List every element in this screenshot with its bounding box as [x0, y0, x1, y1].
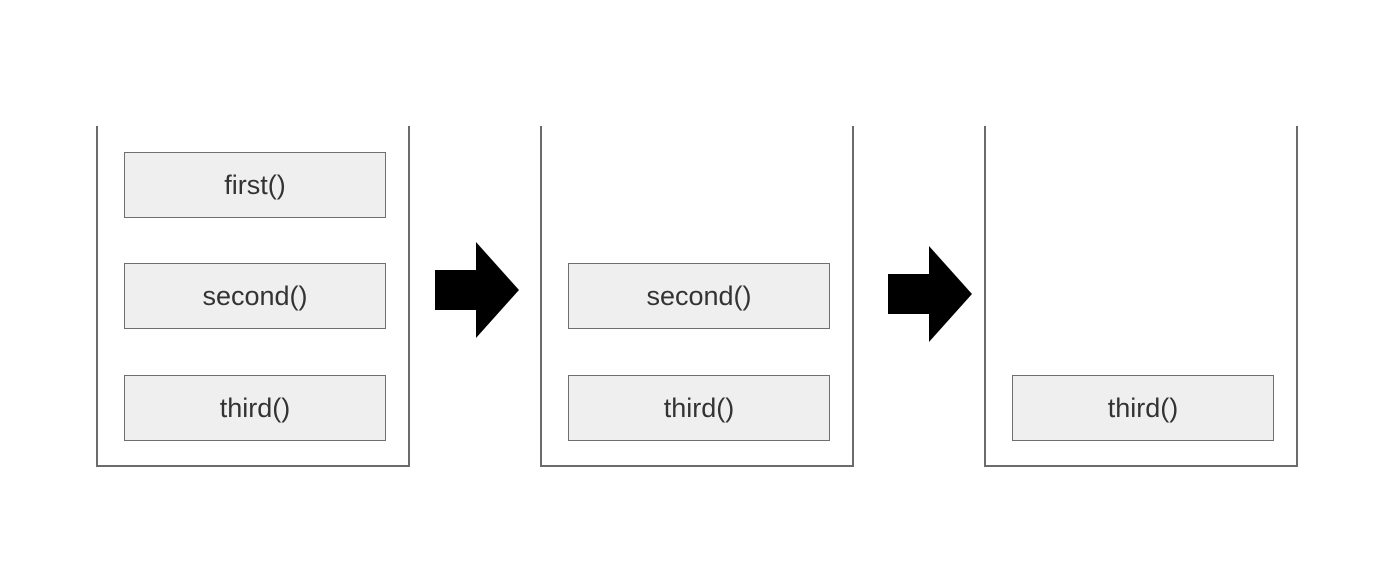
call-stack-2: second() third()	[540, 126, 854, 467]
call-stack-1: first() second() third()	[96, 126, 410, 467]
right-arrow-icon	[888, 246, 972, 342]
stack-frame-second: second()	[124, 263, 386, 329]
stack-frame-second: second()	[568, 263, 830, 329]
stack-frame-third: third()	[1012, 375, 1274, 441]
call-stack-3: third()	[984, 126, 1298, 467]
right-arrow-icon	[435, 242, 519, 338]
stack-frame-third: third()	[568, 375, 830, 441]
stack-frame-third: third()	[124, 375, 386, 441]
stack-frame-first: first()	[124, 152, 386, 218]
